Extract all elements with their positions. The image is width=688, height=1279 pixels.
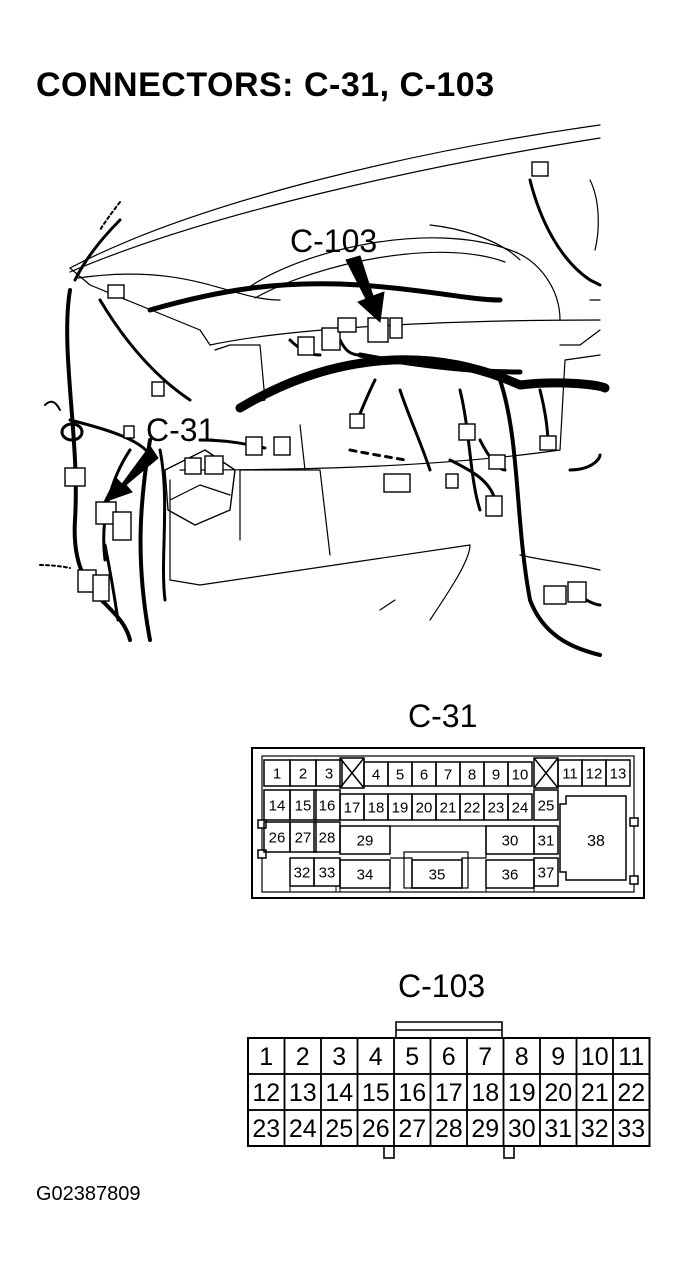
c31-pin-label: 10 bbox=[512, 766, 529, 783]
c31-pin-label: 27 bbox=[295, 829, 312, 846]
figure-id: G02387809 bbox=[36, 1183, 141, 1205]
c31-pin-cavity bbox=[533, 789, 559, 821]
c31-pin-label: 8 bbox=[468, 766, 476, 783]
c103-pin-label: 23 bbox=[252, 1115, 280, 1143]
c103-pin-label: 2 bbox=[296, 1043, 310, 1071]
c31-pin-cavity bbox=[339, 825, 391, 855]
dashboard-illustration bbox=[39, 124, 610, 657]
c103-pin-label: 9 bbox=[551, 1043, 565, 1071]
c31-pin-label: 11 bbox=[562, 765, 578, 782]
c103-pin-label: 3 bbox=[332, 1043, 346, 1071]
c103-pin-label: 22 bbox=[617, 1079, 645, 1107]
c103-pin-label: 1 bbox=[259, 1043, 273, 1071]
c103-arrow bbox=[345, 255, 385, 324]
c31-pin-label: 20 bbox=[416, 799, 433, 816]
c31-pin-cavity bbox=[289, 789, 317, 821]
c31-callout-label: C-31 bbox=[146, 412, 215, 448]
c31-pin-label: 18 bbox=[368, 799, 385, 816]
c103-pin-label: 16 bbox=[398, 1079, 426, 1107]
c103-pin-label: 13 bbox=[289, 1079, 317, 1107]
c31-pin-cavity bbox=[559, 795, 627, 881]
c31-pin-label: 1 bbox=[273, 765, 281, 782]
c103-pin-label: 31 bbox=[544, 1115, 572, 1143]
c31-pin-label: 28 bbox=[319, 829, 336, 846]
c103-pin-label: 28 bbox=[435, 1115, 463, 1143]
c103-pin-cavity bbox=[612, 1109, 651, 1147]
c31-pin-label: 15 bbox=[295, 797, 312, 814]
c31-pin-cavity bbox=[605, 759, 631, 787]
c103-pin-label: 32 bbox=[581, 1115, 609, 1143]
c31-pin-label: 3 bbox=[325, 765, 333, 782]
page-title: CONNECTORS: C-31, C-103 bbox=[36, 66, 495, 104]
c31-pin-label: 26 bbox=[269, 829, 286, 846]
c31-pin-label: 29 bbox=[357, 832, 374, 849]
c103-pin-label: 17 bbox=[435, 1079, 463, 1107]
c31-pin-cavity bbox=[315, 759, 343, 787]
c103-connector-title: C-103 bbox=[398, 968, 485, 1004]
c31-pin-label: 33 bbox=[319, 864, 336, 881]
c31-arrow bbox=[102, 445, 159, 503]
c31-pin-label: 22 bbox=[464, 799, 481, 816]
c31-pin-cavity bbox=[289, 821, 317, 853]
c103-pin-label: 15 bbox=[362, 1079, 390, 1107]
c103-pin-label: 30 bbox=[508, 1115, 536, 1143]
c103-pin-label: 14 bbox=[325, 1079, 353, 1107]
c103-pin-label: 18 bbox=[471, 1079, 499, 1107]
c103-pin-label: 8 bbox=[515, 1043, 529, 1071]
c103-pin-label: 12 bbox=[252, 1079, 280, 1107]
c31-pin-label: 35 bbox=[429, 866, 446, 883]
c31-pin-label: 17 bbox=[344, 799, 361, 816]
c103-pin-label: 25 bbox=[325, 1115, 353, 1143]
c31-pin-label: 30 bbox=[502, 832, 519, 849]
c103-pin-label: 5 bbox=[405, 1043, 419, 1071]
c31-pin-label: 7 bbox=[444, 766, 452, 783]
c31-pin-label: 16 bbox=[319, 797, 336, 814]
c103-pin-label: 7 bbox=[478, 1043, 492, 1071]
c31-pin-label: 23 bbox=[488, 799, 505, 816]
c31-pin-label: 25 bbox=[538, 797, 555, 814]
c103-pin-label: 10 bbox=[581, 1043, 609, 1071]
c31-pin-cavity bbox=[507, 761, 533, 787]
c31-pin-label: 32 bbox=[294, 864, 311, 881]
c31-pin-cavity bbox=[533, 825, 559, 855]
c31-pin-label: 36 bbox=[502, 866, 519, 883]
c103-pin-label: 27 bbox=[398, 1115, 426, 1143]
c103-pin-label: 6 bbox=[442, 1043, 456, 1071]
c31-pin-label: 38 bbox=[587, 833, 605, 850]
c103-pin-label: 19 bbox=[508, 1079, 536, 1107]
c31-pin-label: 31 bbox=[538, 832, 555, 849]
c31-pin-label: 21 bbox=[440, 799, 457, 816]
c31-pin-label: 37 bbox=[538, 864, 555, 881]
c31-pin-label: 9 bbox=[492, 766, 500, 783]
c103-pin-label: 24 bbox=[289, 1115, 317, 1143]
c31-pin-label: 12 bbox=[586, 765, 603, 782]
c31-housing bbox=[251, 747, 645, 899]
c103-pin-label: 21 bbox=[581, 1079, 609, 1107]
c103-pin-label: 20 bbox=[544, 1079, 572, 1107]
c103-pin-label: 11 bbox=[618, 1043, 644, 1071]
c31-pin-label: 34 bbox=[357, 866, 374, 883]
c31-pin-label: 6 bbox=[420, 766, 428, 783]
c31-pin-label: 5 bbox=[396, 766, 404, 783]
c31-pin-label: 4 bbox=[372, 766, 380, 783]
c31-pin-label: 19 bbox=[392, 799, 409, 816]
c103-pin-label: 29 bbox=[471, 1115, 499, 1143]
c103-pin-label: 4 bbox=[369, 1043, 383, 1071]
c31-pin-cavity bbox=[533, 857, 559, 887]
c31-pin-cavity bbox=[507, 793, 533, 821]
harness-connectors bbox=[64, 161, 587, 605]
c103-callout-label: C-103 bbox=[290, 223, 377, 259]
c31-connector-title: C-31 bbox=[408, 698, 477, 734]
callout-arrows bbox=[102, 255, 385, 503]
c103-pin-label: 33 bbox=[617, 1115, 645, 1143]
c103-pin-label: 26 bbox=[362, 1115, 390, 1143]
c31-pin-label: 14 bbox=[269, 797, 286, 814]
c31-pin-label: 24 bbox=[512, 799, 529, 816]
c31-pin-label: 2 bbox=[299, 765, 307, 782]
c31-pin-label: 13 bbox=[610, 765, 627, 782]
